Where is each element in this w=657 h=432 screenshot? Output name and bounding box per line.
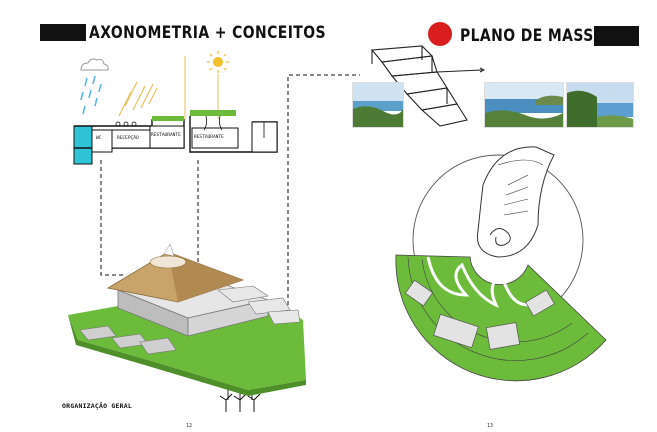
section-label-wc: WC [96,136,102,141]
left-page-number: 12 [186,423,193,429]
master-plan-drawing [395,146,607,382]
section-label-reception: RECEPÇÃO [117,136,139,141]
section-label-restaurant-right: RESTAURANTE [194,135,224,140]
page-caption: ORGANIZAÇÃO GERAL [62,402,132,410]
site-photo-3 [566,82,634,128]
sun-icon [207,51,229,73]
right-page-title: PLANO DE MASSAS [460,26,616,46]
redaction-box-left [40,24,86,41]
left-page-title: AXONOMETRIA + CONCEITOS [89,23,326,43]
rain-icon [80,75,102,115]
weather-illustration [80,56,186,120]
sun-rays-icon [118,81,158,117]
site-photo-1 [352,82,404,128]
section-label-restaurant-left: RESTAURANTE [151,133,181,138]
axonometric-model [68,243,306,396]
cloud-icon [80,58,109,71]
red-circle-marker [428,22,452,46]
wind-turbine-icon [219,393,261,412]
right-page-number: 13 [487,423,494,429]
redaction-box-right [594,26,639,46]
site-photo-2 [484,82,564,128]
building-section-diagram [73,110,278,165]
